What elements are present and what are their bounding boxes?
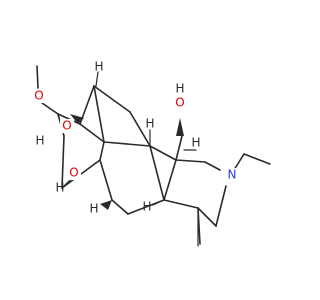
molecule-diagram: O O H O H O H N H H H H H bbox=[32, 59, 271, 247]
bond-c12-c14 bbox=[175, 159, 206, 163]
bond-c5-c12 bbox=[149, 145, 177, 161]
hydroxyl-oxygen-bottom-left-label: O bbox=[69, 166, 78, 180]
bond-methoxy-oxygen bbox=[41, 102, 59, 115]
methoxy-oxygen-label: O bbox=[34, 89, 43, 103]
bond-c3-c8 bbox=[93, 85, 105, 143]
bond-c2-c6 bbox=[79, 123, 105, 143]
nitrogen-atom-label: N bbox=[228, 168, 237, 182]
atom-labels: O O H O H O H N H H H H H bbox=[32, 60, 239, 216]
hydroxyl-oxygen-left-label: O bbox=[62, 119, 71, 133]
wedge-bond-hydroxyl-left bbox=[70, 114, 84, 124]
bond-c12-c13 bbox=[175, 135, 183, 161]
hashed-bond-h-upper bbox=[95, 71, 99, 87]
bond-ethyl-ch2-ch3 bbox=[243, 153, 271, 165]
bond-n-ethyl-ch2 bbox=[233, 153, 245, 171]
bond-c3-c4 bbox=[93, 85, 131, 113]
hydroxyl-hydrogen-top-right-label: H bbox=[175, 82, 184, 96]
bond-c7-c11 bbox=[99, 159, 113, 201]
bond-c11-c15 bbox=[111, 199, 129, 215]
bond-c18-n bbox=[215, 185, 227, 227]
skeletal-bonds bbox=[36, 65, 271, 245]
bond-c14-n bbox=[204, 161, 221, 171]
stereo-hydrogen-label-right: H bbox=[191, 136, 200, 150]
hydroxyl-hydrogen-bottom-left-label: H bbox=[55, 181, 64, 195]
bond-c17-c18 bbox=[197, 207, 217, 227]
stereo-hydrogen-label-center: H bbox=[145, 117, 154, 131]
bond-c9-c10 bbox=[61, 135, 65, 189]
bond-c16-c12 bbox=[163, 159, 177, 201]
stereo-hydrogen-label-bottom: H bbox=[142, 200, 151, 214]
bond-c5-c16 bbox=[149, 145, 165, 201]
molecule-structure-svg: O O H O H O H N H H H H H bbox=[32, 59, 271, 247]
hydroxyl-hydrogen-left-label: H bbox=[35, 134, 44, 148]
hashed-bond-h-bottom bbox=[152, 199, 165, 206]
wedge-bond-hydroxyl-top-right bbox=[176, 118, 184, 136]
stereo-hydrogen-label-upper: H bbox=[94, 60, 103, 74]
bond-c16-c17 bbox=[163, 199, 199, 209]
hydroxyl-oxygen-top-right-label: O bbox=[175, 96, 184, 110]
stereo-hydrogen-label-lower: H bbox=[89, 202, 98, 216]
bond-c6-c7 bbox=[99, 141, 105, 161]
bond-c6-c5 bbox=[103, 141, 151, 147]
bond-c4-c5 bbox=[129, 111, 151, 147]
bond-methyl-methoxy bbox=[36, 65, 39, 89]
wedge-bond-h-lower bbox=[100, 200, 112, 210]
